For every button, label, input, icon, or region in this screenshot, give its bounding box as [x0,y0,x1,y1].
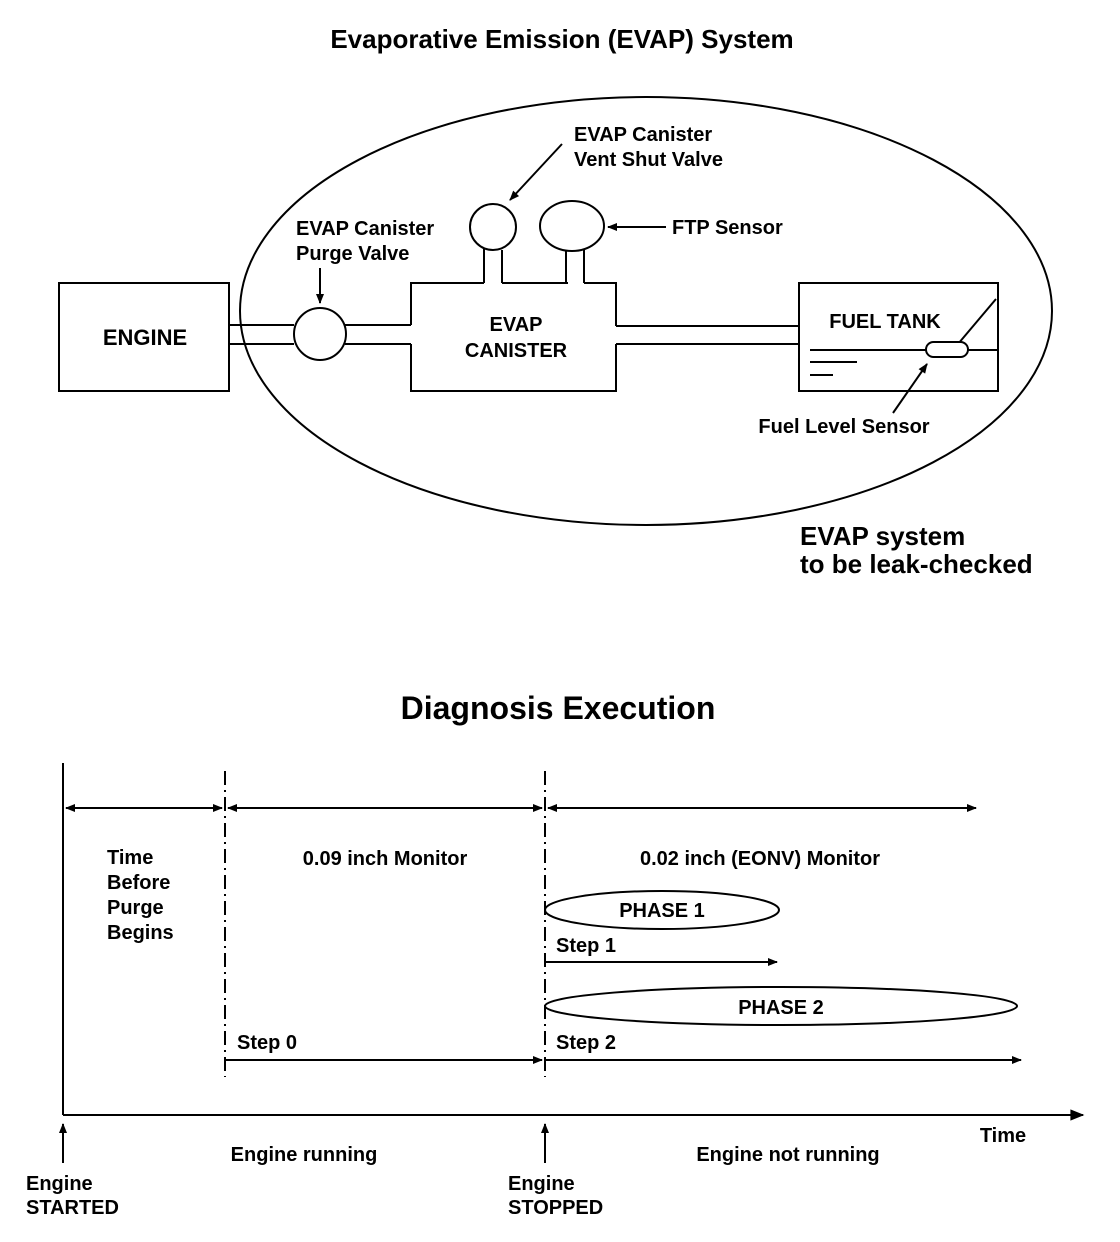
canister-label-line1: EVAP [490,314,543,336]
diagnosis-title: Diagnosis Execution [401,690,716,726]
evap-canister-box [410,282,617,392]
fuel-level-sensor-arrow [892,363,928,414]
vent-shut-valve-icon [469,203,517,251]
engine-not-running-label: Engine not running [696,1144,879,1166]
time-before-purge-line3: Purge [107,897,164,919]
vent-valve-label-line1: EVAP Canister [574,124,712,146]
fuel-tank-box [798,282,999,392]
fuel-level-sensor-label: Fuel Level Sensor [758,416,929,438]
evap-system-title: Evaporative Emission (EVAP) System [330,24,793,54]
time-before-purge-line1: Time [107,847,153,869]
monitor-009-label: 0.09 inch Monitor [303,848,468,870]
engine-stopped-line2: STOPPED [508,1197,603,1219]
vent-valve-arrow [509,143,563,201]
engine-running-label: Engine running [231,1144,378,1166]
leak-check-boundary [239,96,1053,526]
phase1-ellipse [544,890,780,930]
time-axis-label: Time [980,1125,1026,1147]
diagnosis-execution-diagram: Diagnosis Execution Time Time Before Pur… [26,690,1085,1219]
evap-system-diagram: Evaporative Emission (EVAP) System ENGIN… [58,24,1053,579]
phase2-ellipse [544,986,1018,1026]
monitor-002-label: 0.02 inch (EONV) Monitor [640,848,880,870]
phase2-label: PHASE 2 [738,997,824,1019]
engine-started-line2: STARTED [26,1197,119,1219]
step2-label: Step 2 [556,1032,616,1054]
leak-check-label-line1: EVAP system [800,521,965,551]
step1-label: Step 1 [556,935,616,957]
purge-valve-label-line2: Purge Valve [296,243,409,265]
canister-label-line2: CANISTER [465,340,568,362]
fuel-level-float-arm [957,298,997,345]
fuel-tank-label: FUEL TANK [829,311,941,333]
purge-valve-label-line1: EVAP Canister [296,218,434,240]
leak-check-label-line2: to be leak-checked [800,549,1033,579]
time-before-purge-line4: Begins [107,922,174,944]
purge-valve-icon [293,307,347,361]
fuel-level-float-icon [925,341,969,358]
ftp-sensor-label: FTP Sensor [672,217,783,239]
engine-box [58,282,230,392]
engine-started-line1: Engine [26,1173,93,1195]
step0-label: Step 0 [237,1032,297,1054]
time-before-purge-line2: Before [107,872,170,894]
phase1-label: PHASE 1 [619,900,705,922]
ftp-sensor-icon [539,200,605,252]
engine-label: ENGINE [103,325,187,350]
engine-stopped-line1: Engine [508,1173,575,1195]
vent-valve-label-line2: Vent Shut Valve [574,149,723,171]
